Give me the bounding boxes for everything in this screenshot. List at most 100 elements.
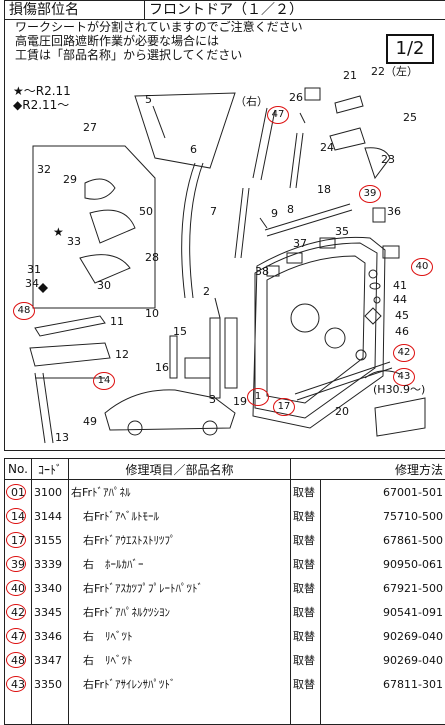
row-method: 取替 [291,480,321,505]
row-name: 右Frﾄﾞｱﾊﾟﾈﾙｸﾂｼﾖﾝ [69,600,291,624]
callout-16: 16 [155,362,169,374]
row-part-number: 67861-500 [321,528,445,552]
row-no: 48 [7,654,25,667]
col-method: 修理方法 [291,459,445,480]
col-code: ｺｰﾄﾞ [32,459,69,480]
row-code: 3339 [32,552,69,576]
callout-5: 5 [145,94,152,106]
circled-callout-39: 39 [359,185,381,203]
callout-19: 19 [233,396,247,408]
callout-24: 24 [320,142,334,154]
row-code: 3100 [32,480,69,505]
row-method: 取替 [291,552,321,576]
callout-18: 18 [317,184,331,196]
table-row[interactable]: 01 3100 右Frﾄﾞｱﾊﾟﾈﾙ 取替 67001-501 [5,480,445,505]
row-method: 取替 [291,648,321,672]
circled-callout-1: 1 [247,388,269,406]
callout-37: 37 [293,238,307,250]
circled-callout-17: 17 [273,398,295,416]
row-part-number: 90541-091 [321,600,445,624]
circled-callout-42: 42 [393,344,415,362]
callout-11: 11 [110,316,124,328]
variant-note: (H30.9～) [373,381,425,397]
callout-31: 31 [27,264,41,276]
table-row[interactable]: 39 3339 右 ﾎｰﾙｶﾊﾞｰ 取替 90950-061 [5,552,445,576]
row-code: 3340 [32,576,69,600]
row-no: 40 [7,582,25,595]
callout-25: 25 [403,112,417,124]
row-no: 01 [7,486,25,499]
row-no: 39 [7,558,25,571]
table-row[interactable]: 48 3347 右 ﾘﾍﾞﾂﾄ 取替 90269-040 [5,648,445,672]
circled-callout-14: 14 [93,372,115,390]
header-bar: 損傷部位名 フロントドア（１／２） [4,0,445,20]
table-row[interactable]: 43 3350 右Frﾄﾞｱｻｲﾚﾝｻﾊﾟﾂﾄﾞ 取替 67811-301 [5,672,445,696]
row-part-number: 90950-061 [321,552,445,576]
row-name: 右Frﾄﾞｱｳｴｽﾄｽﾄﾘﾂﾌﾟ [69,528,291,552]
table-header-row: No. ｺｰﾄﾞ 修理項目／部品名称 修理方法 [5,459,445,480]
svg-text:★: ★ [53,225,64,239]
callout-44: 44 [393,294,407,306]
row-method: 取替 [291,624,321,648]
door-panel-shape [255,243,377,418]
callout-10: 10 [145,308,159,320]
callout-21: 21 [343,70,357,82]
row-code: 3345 [32,600,69,624]
row-name: 右Frﾄﾞｱﾍﾞﾙﾄﾓｰﾙ [69,504,291,528]
header-label: 損傷部位名 [5,1,145,19]
row-name: 右Frﾄﾞｱｽｶﾂﾌﾟﾌﾟﾚｰﾄﾊﾟﾂﾄﾞ [69,576,291,600]
row-part-number: 90269-040 [321,624,445,648]
callout-49: 49 [83,416,97,428]
table-row-empty [5,696,445,725]
callout-29: 29 [63,174,77,186]
callout-20: 20 [335,406,349,418]
callout-13: 13 [55,432,69,444]
callout-50: 50 [139,206,153,218]
row-code: 3347 [32,648,69,672]
table-row[interactable]: 17 3155 右Frﾄﾞｱｳｴｽﾄｽﾄﾘﾂﾌﾟ 取替 67861-500 [5,528,445,552]
row-method: 取替 [291,528,321,552]
callout-15: 15 [173,326,187,338]
callout-2: 2 [203,286,210,298]
row-code: 3144 [32,504,69,528]
callout-27: 27 [83,122,97,134]
callout-41: 41 [393,280,407,292]
row-part-number: 67921-500 [321,576,445,600]
callout-6: 6 [190,144,197,156]
row-name: 右Frﾄﾞｱｻｲﾚﾝｻﾊﾟﾂﾄﾞ [69,672,291,696]
table-row[interactable]: 42 3345 右Frﾄﾞｱﾊﾟﾈﾙｸﾂｼﾖﾝ 取替 90541-091 [5,600,445,624]
row-name: 右Frﾄﾞｱﾊﾟﾈﾙ [69,480,291,505]
row-name: 右 ﾘﾍﾞﾂﾄ [69,648,291,672]
col-no: No. [5,459,32,480]
callout-35: 35 [335,226,349,238]
row-code: 3155 [32,528,69,552]
callout-32: 32 [37,164,51,176]
col-name: 修理項目／部品名称 [69,459,291,480]
table-row[interactable]: 47 3346 右 ﾘﾍﾞﾂﾄ 取替 90269-040 [5,624,445,648]
callout-26: 26 [289,92,303,104]
row-no: 14 [7,510,25,523]
header-value: フロントドア（１／２） [145,1,445,19]
row-method: 取替 [291,672,321,696]
row-no: 47 [7,630,25,643]
callout-28: 28 [145,252,159,264]
callout-34: 34 [25,278,39,290]
circled-callout-40: 40 [411,258,433,276]
table-row[interactable]: 40 3340 右Frﾄﾞｱｽｶﾂﾌﾟﾌﾟﾚｰﾄﾊﾟﾂﾄﾞ 取替 67921-5… [5,576,445,600]
callout-3: 3 [209,394,216,406]
row-no: 17 [7,534,25,547]
callout-46: 46 [395,326,409,338]
row-part-number: 75710-500 [321,504,445,528]
row-method: 取替 [291,600,321,624]
table-row[interactable]: 14 3144 右Frﾄﾞｱﾍﾞﾙﾄﾓｰﾙ 取替 75710-500 [5,504,445,528]
callout-38: 38 [255,266,269,278]
row-part-number: 90269-040 [321,648,445,672]
parts-diagram: ワークシートが分割されていますのでご注意ください 高電圧回路遮断作業が必要な場合… [4,18,445,451]
circled-callout-47: 47 [267,106,289,124]
row-code: 3350 [32,672,69,696]
callout-22: 22（左） [371,66,418,78]
parts-table: No. ｺｰﾄﾞ 修理項目／部品名称 修理方法 01 3100 右Frﾄﾞｱﾊﾟ… [4,458,445,725]
row-name: 右 ﾘﾍﾞﾂﾄ [69,624,291,648]
circled-callout-48: 48 [13,302,35,320]
